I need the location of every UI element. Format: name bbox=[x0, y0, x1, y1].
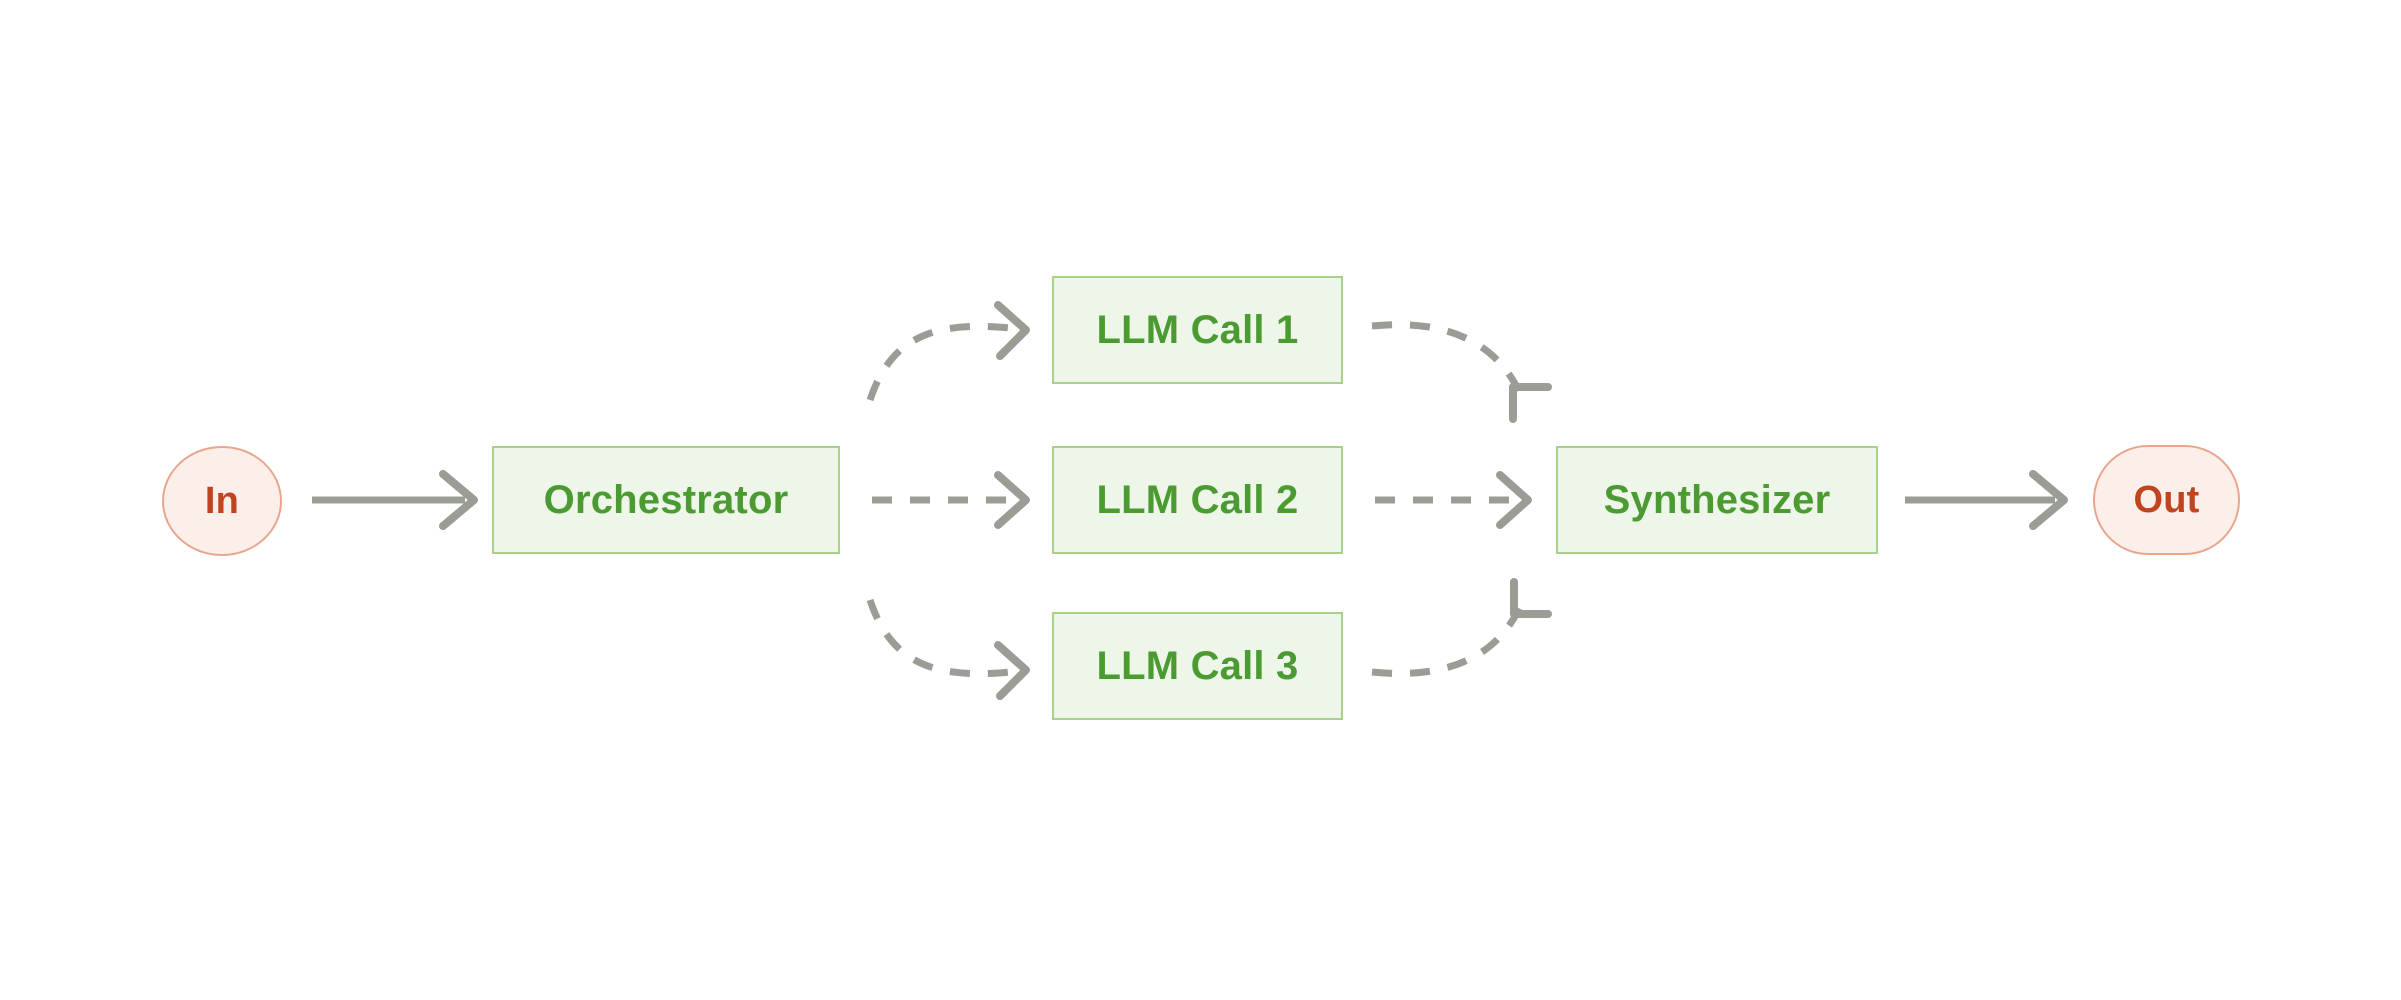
edge-llm-call-2-to-synthesizer bbox=[1375, 471, 1532, 529]
node-llm-call-1[interactable]: LLM Call 1 bbox=[1052, 276, 1343, 384]
edge-llm-call-3-to-synthesizer bbox=[1371, 578, 1552, 677]
node-in[interactable]: In bbox=[162, 446, 282, 556]
node-out[interactable]: Out bbox=[2093, 445, 2240, 555]
edge-synthesizer-to-out bbox=[1905, 470, 2068, 530]
node-llm-call-2-label: LLM Call 2 bbox=[1096, 477, 1299, 522]
node-llm-call-1-label: LLM Call 1 bbox=[1096, 307, 1299, 352]
edge-orchestrator-to-llm-call-1 bbox=[866, 301, 1030, 402]
node-in-label: In bbox=[204, 479, 240, 522]
node-out-label: Out bbox=[2133, 478, 2200, 521]
node-llm-call-3-label: LLM Call 3 bbox=[1096, 643, 1299, 688]
node-orchestrator-label: Orchestrator bbox=[543, 477, 789, 522]
node-synthesizer[interactable]: Synthesizer bbox=[1556, 446, 1878, 554]
node-orchestrator[interactable]: Orchestrator bbox=[492, 446, 840, 554]
edge-orchestrator-to-llm-call-2 bbox=[872, 471, 1030, 529]
edge-orchestrator-to-llm-call-3 bbox=[866, 598, 1030, 700]
edge-in-to-orchestrator bbox=[312, 470, 478, 530]
node-llm-call-2[interactable]: LLM Call 2 bbox=[1052, 446, 1343, 554]
node-llm-call-3[interactable]: LLM Call 3 bbox=[1052, 612, 1343, 720]
node-synthesizer-label: Synthesizer bbox=[1603, 477, 1831, 522]
edge-llm-call-1-to-synthesizer bbox=[1371, 321, 1552, 423]
